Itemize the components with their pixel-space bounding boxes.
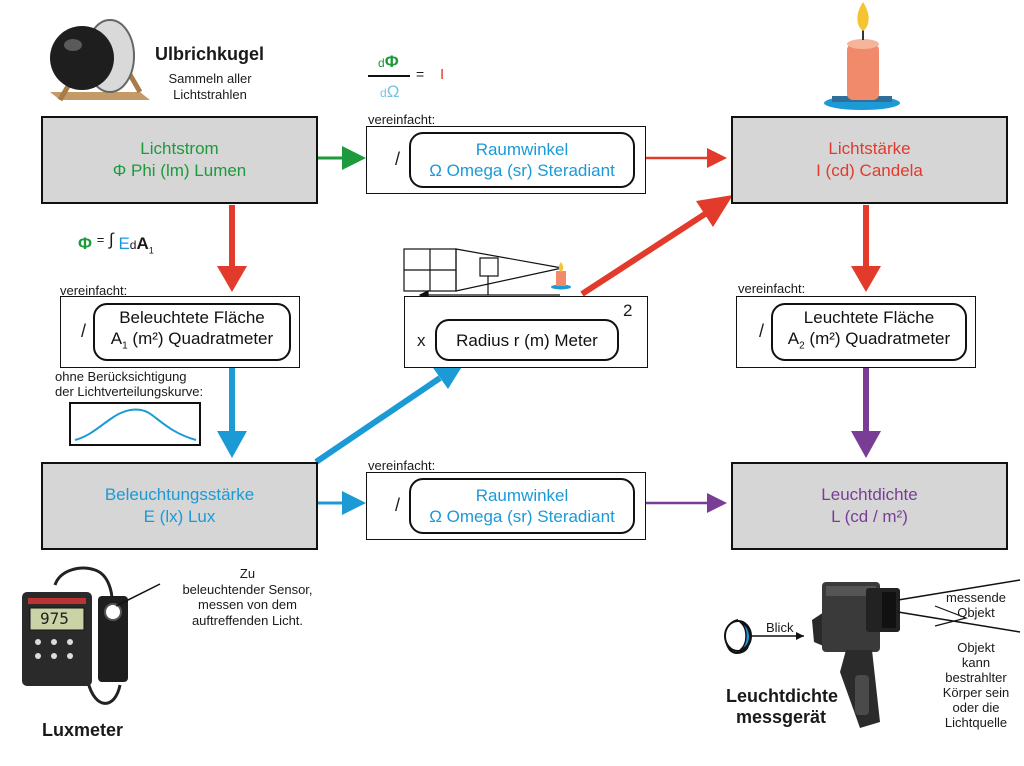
- luxmeter-display-value: 975: [40, 609, 69, 628]
- mini-candle-icon: [551, 262, 571, 290]
- radius-cone-diagram: [403, 248, 563, 300]
- luxmeter-title: Luxmeter: [42, 720, 124, 740]
- objekt-messend-note: messende Objekt: [946, 590, 1006, 620]
- formula-dphi-domega: dΦ dΩ = I: [378, 52, 445, 101]
- raumwinkel-bottom-box: / Raumwinkel Ω Omega (sr) Steradiant: [366, 472, 646, 540]
- leuchtdichte-messgeraet-device: [812, 579, 1021, 728]
- lichtverteilung-note: ohne Berücksichtigung der Lichtverteilun…: [55, 369, 204, 399]
- sensor-note: Zu beleuchtender Sensor, messen von dem …: [182, 566, 313, 628]
- lichtstaerke-box: Lichtstärke I (cd) Candela: [731, 116, 1008, 204]
- arrow-radius-to-lichtstaerke: [580, 211, 707, 297]
- beleuchtete-flaeche-box: / Beleuchtete Fläche A1 (m²) Quadratmete…: [60, 296, 300, 368]
- eye-icon: [724, 619, 804, 654]
- candle-icon: [824, 2, 900, 110]
- raumwinkel-top-box: / Raumwinkel Ω Omega (sr) Steradiant: [366, 126, 646, 194]
- radius-box: x Radius r (m) Meter 2: [404, 296, 648, 368]
- flaeche-right-label: vereinfacht:: [738, 281, 806, 296]
- formula-phi-integral: Φ = ∫ EdA1: [78, 230, 154, 256]
- flaeche-left-label: vereinfacht:: [60, 283, 128, 298]
- lichtstrom-box: Lichtstrom Φ Phi (lm) Lumen: [41, 116, 318, 204]
- ulbricht-title: Ulbrichkugel: [155, 44, 265, 64]
- ulbricht-subtitle: Sammeln aller Lichtstrahlen: [168, 71, 252, 102]
- blick-label: Blick: [766, 620, 794, 635]
- lichtverteilung-curve: [69, 402, 201, 446]
- leuchtete-flaeche-box: / Leuchtete Fläche A2 (m²) Quadratmeter: [736, 296, 976, 368]
- beleuchtungsstaerke-box: Beleuchtungsstärke E (lx) Lux: [41, 462, 318, 550]
- luxmeter-device: [22, 566, 161, 705]
- arrow-beleuchtung-to-radius: [314, 375, 442, 465]
- ulbricht-sphere-icon: [50, 19, 150, 102]
- leuchtdichte-box: Leuchtdichte L (cd / m²): [731, 462, 1008, 550]
- raumwinkel-top-label: vereinfacht:: [368, 112, 436, 127]
- objekt-beschreibung-note: Objekt kann bestrahlter Körper sein oder…: [942, 640, 1010, 730]
- raumwinkel-bottom-label: vereinfacht:: [368, 458, 436, 473]
- leuchtdichtemessgeraet-title: Leuchtdichte messgerät: [726, 686, 839, 727]
